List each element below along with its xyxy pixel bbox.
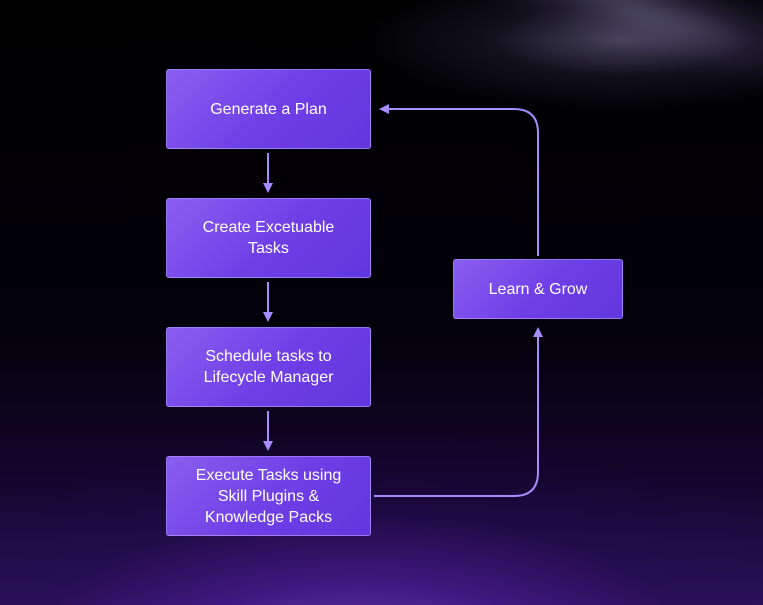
step-execute-tasks-label: Execute Tasks using Skill Plugins & Know… — [195, 466, 342, 526]
step-create-tasks: Create Excetuable Tasks — [166, 198, 371, 278]
step-learn-grow-label: Learn & Grow — [488, 280, 588, 298]
step-learn-grow: Learn & Grow — [453, 259, 623, 319]
step-execute-tasks: Execute Tasks using Skill Plugins & Know… — [166, 456, 371, 536]
step-generate-plan-label: Generate a Plan — [210, 100, 327, 118]
step-schedule-tasks: Schedule tasks to Lifecycle Manager — [166, 327, 371, 407]
step-generate-plan: Generate a Plan — [166, 69, 371, 149]
arrow-execute-to-learn — [374, 327, 543, 497]
step-schedule-tasks-label: Schedule tasks to Lifecycle Manager — [203, 348, 334, 386]
arrow-learn-to-plan — [379, 104, 539, 256]
step-create-tasks-label: Create Excetuable Tasks — [202, 219, 335, 257]
